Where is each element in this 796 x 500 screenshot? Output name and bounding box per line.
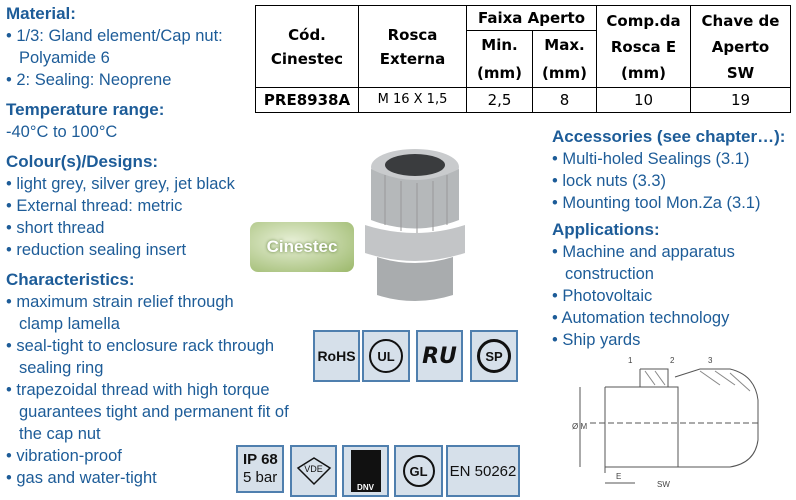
colours-heading: Colour(s)/Designs: [6, 152, 159, 171]
gl-badge: GL [394, 445, 443, 497]
dnv-icon: DNV [350, 450, 381, 492]
list-item: the cap nut [19, 425, 101, 443]
list-item: Multi-holed Sealings (3.1) [552, 148, 785, 170]
cinestec-logo: Cinestec [250, 222, 354, 272]
list-item: Mounting tool Mon.Za (3.1) [552, 192, 785, 214]
list-item: construction [565, 265, 654, 283]
list-item: short thread [6, 217, 289, 239]
technical-drawing: 1 2 3 Ø M E SW [572, 356, 760, 489]
list-item: 1/3: Gland element/Cap nut: [6, 25, 289, 47]
vde-badge: VDE [290, 445, 337, 497]
ru-icon: RU [422, 343, 457, 369]
list-item: light grey, silver grey, jet black [6, 173, 289, 195]
list-item: gas and water-tight [6, 467, 289, 489]
svg-text:Ø M: Ø M [572, 422, 587, 431]
cable-gland-photo [365, 149, 465, 301]
header-max: Max.(mm) [532, 30, 597, 88]
csa-icon: SP [477, 339, 511, 373]
csa-badge: SP [470, 330, 518, 382]
list-item: guarantees tight and permanent fit of [19, 403, 289, 421]
gl-icon: GL [402, 455, 435, 487]
cell-min: 2,5 [466, 87, 533, 113]
list-item: lock nuts (3.3) [552, 170, 785, 192]
header-code: Cód.Cinestec [255, 5, 359, 88]
list-item: External thread: metric [6, 195, 289, 217]
accessories-heading: Accessories (see chapter…): [552, 127, 786, 146]
svg-text:1: 1 [628, 356, 633, 365]
right-section: Accessories (see chapter…): Multi-holed … [552, 126, 785, 351]
table-row: PRE8938A M 16 X 1,5 2,5 8 10 19 [255, 87, 791, 113]
list-item: Photovoltaic [552, 285, 785, 307]
list-item: trapezoidal thread with high torque [6, 379, 289, 401]
characteristics-heading: Characteristics: [6, 270, 135, 289]
svg-text:E: E [616, 472, 621, 481]
list-item: reduction sealing insert [6, 239, 289, 261]
cell-length: 10 [596, 87, 691, 113]
ul-icon: UL [369, 339, 403, 373]
list-item: 2: Sealing: Neoprene [6, 69, 289, 91]
material-section: Material: 1/3: Gland element/Cap nut: Po… [6, 3, 289, 489]
list-item: Automation technology [552, 307, 785, 329]
cell-key: 19 [690, 87, 791, 113]
svg-text:3: 3 [708, 356, 713, 365]
list-item: seal-tight to enclosure rack through [6, 335, 289, 357]
cell-code: PRE8938A [255, 87, 359, 113]
temperature-heading: Temperature range: [6, 100, 165, 119]
list-item: Machine and apparatus [552, 241, 785, 263]
ru-badge: RU [416, 330, 463, 382]
list-item: clamp lamella [19, 315, 120, 333]
dnv-badge: DNV [342, 445, 389, 497]
temperature-value: -40°C to 100°C [6, 123, 118, 141]
svg-text:SW: SW [657, 480, 670, 489]
header-min: Min.(mm) [466, 30, 533, 88]
list-item: Polyamide 6 [19, 49, 110, 67]
list-item: vibration-proof [6, 445, 289, 467]
list-item: sealing ring [19, 359, 104, 377]
en50262-badge: EN 50262 [446, 445, 520, 497]
vde-icon [296, 457, 331, 486]
ul-badge: UL [362, 330, 410, 382]
cell-max: 8 [532, 87, 597, 113]
cell-thread: M 16 X 1,5 [358, 87, 467, 113]
rohs-badge: RoHS [313, 330, 360, 382]
list-item: Ship yards [552, 329, 785, 351]
header-range: Faixa Aperto [466, 5, 597, 31]
list-item: maximum strain relief through [6, 291, 289, 313]
applications-heading: Applications: [552, 220, 660, 239]
material-heading: Material: [6, 4, 76, 23]
svg-text:2: 2 [670, 356, 675, 365]
